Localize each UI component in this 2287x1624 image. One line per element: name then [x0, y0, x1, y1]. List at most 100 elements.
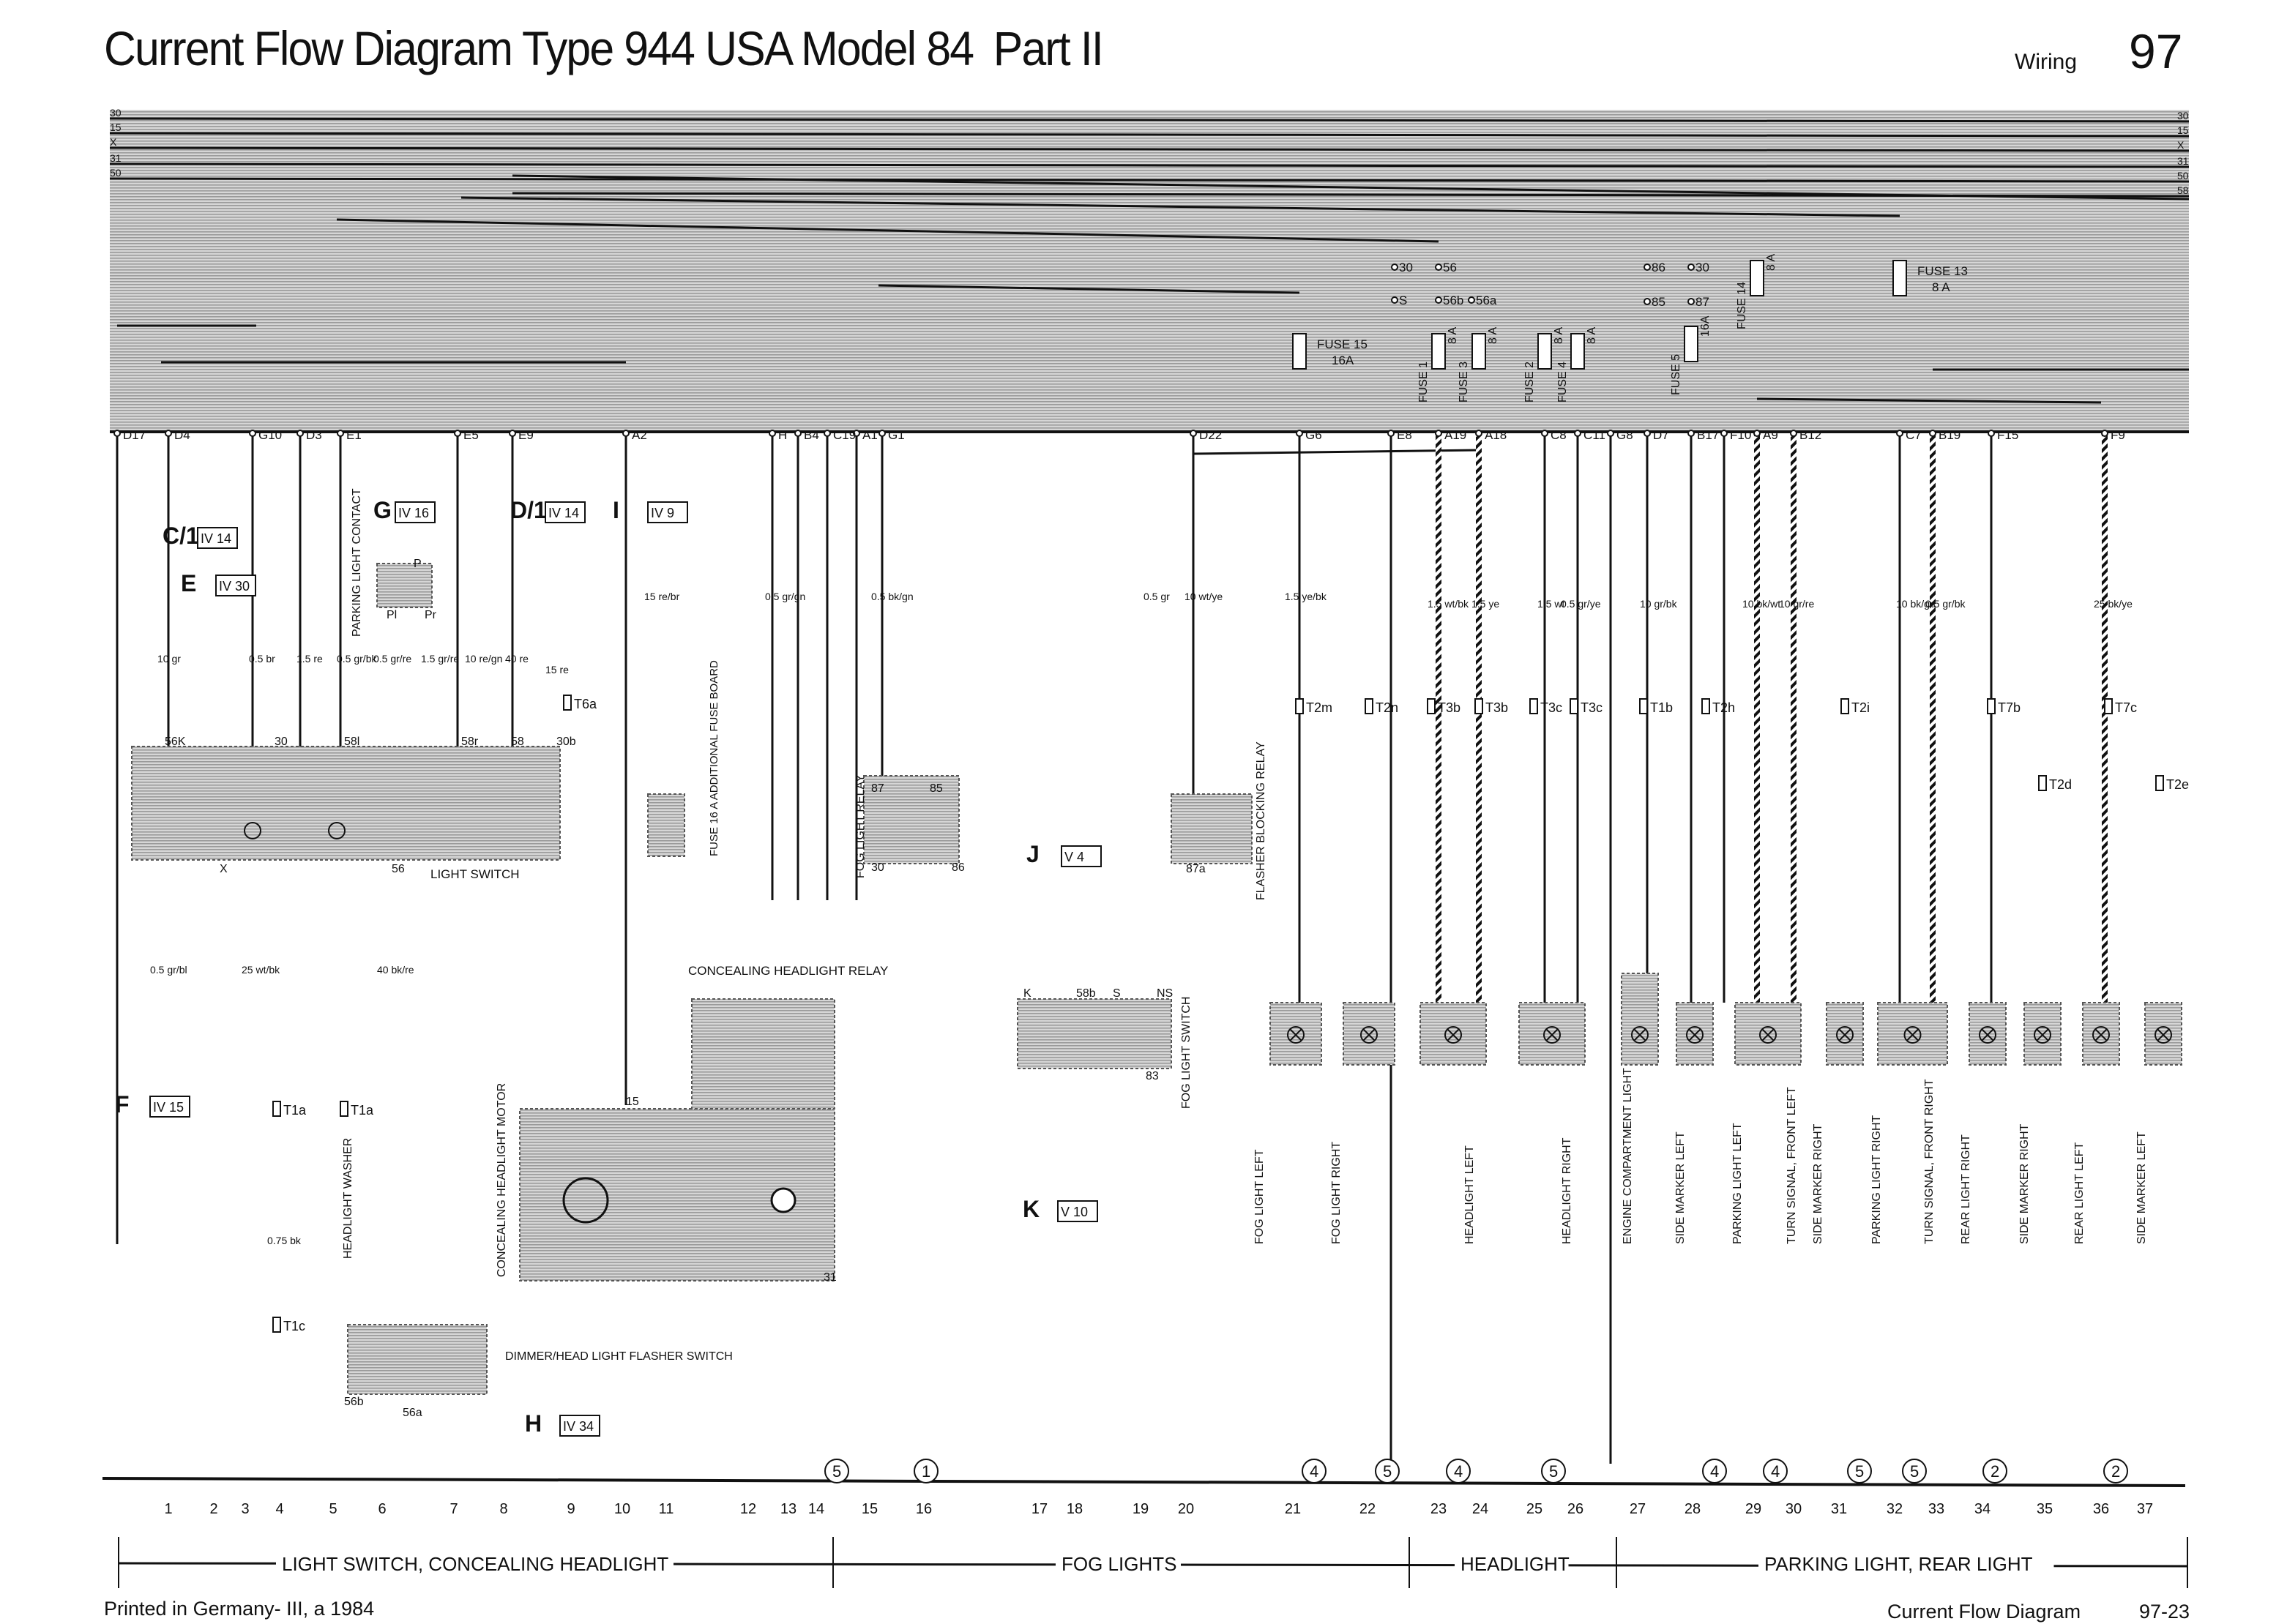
lamp-housing	[1676, 1002, 1714, 1066]
column-number: 5	[329, 1501, 337, 1517]
connector-icon	[272, 1317, 281, 1333]
bus-line-15	[109, 132, 2190, 138]
terminal-B17	[1687, 430, 1695, 437]
lamp-icon	[1759, 1026, 1777, 1044]
terminal-label: D4	[174, 428, 190, 442]
ground-rail	[102, 1477, 2186, 1487]
lamp-cross	[1838, 1028, 1851, 1041]
fuse-label: FUSE 5	[1670, 354, 1682, 395]
terminal-H	[769, 430, 776, 437]
ground-ref-number: 4	[1310, 1462, 1318, 1481]
printed-note: Printed in Germany- III, a 1984	[104, 1598, 375, 1620]
terminal-label: D7	[1653, 428, 1669, 442]
switch-terminal-label: 56a	[403, 1407, 422, 1419]
section-label-bg	[1056, 1552, 1181, 1576]
connector-label: T2i	[1851, 700, 1870, 715]
bus-label-right: 58	[2177, 184, 2189, 196]
terminal-G8	[1607, 430, 1614, 437]
reference-code: IV 15	[153, 1100, 184, 1115]
component-label: FLASHER BLOCKING RELAY	[1255, 741, 1267, 900]
component-label: PARKING LIGHT RIGHT	[1870, 1115, 1883, 1244]
reference-label: H	[525, 1410, 542, 1437]
connector-icon	[1427, 698, 1436, 714]
reference-code: IV 30	[219, 579, 250, 594]
reference-label: E	[181, 570, 196, 596]
ground-ref-number: 5	[1383, 1462, 1392, 1481]
fuse-2	[1431, 333, 1446, 370]
flasher-blocking-relay	[1171, 793, 1253, 864]
lamp-icon	[2092, 1026, 2110, 1044]
column-number: 14	[808, 1501, 824, 1517]
reference-label: K	[1023, 1196, 1040, 1222]
column-number: 18	[1067, 1501, 1083, 1517]
bus-label-right: 30	[2177, 110, 2189, 121]
terminal-A19	[1435, 430, 1442, 437]
reference-box	[395, 501, 436, 523]
wire-label: 1.5 gr/re	[421, 653, 459, 665]
lamp-housing	[1419, 1002, 1487, 1066]
component-label: HEADLIGHT RIGHT	[1561, 1137, 1573, 1244]
wire-label: 10 gr	[157, 653, 181, 665]
lamp-cross	[1688, 1028, 1701, 1041]
terminal-label: A18	[1485, 428, 1507, 442]
reference-code: V 10	[1061, 1205, 1088, 1219]
relay-terminal-label: 87	[1695, 295, 1709, 309]
fuse-6	[1684, 326, 1698, 362]
terminal-label: F10	[1730, 428, 1751, 442]
reference-box	[647, 501, 688, 523]
lamp-icon	[1979, 1026, 1996, 1044]
relay-terminal	[1644, 263, 1651, 271]
fuse-1	[1292, 333, 1307, 370]
reference-code: IV 9	[651, 506, 674, 520]
lamp-icon	[1686, 1026, 1704, 1044]
reference-label: J	[1026, 841, 1040, 867]
connector-label: T3c	[1540, 700, 1562, 715]
terminal-B4	[794, 430, 802, 437]
bus-label-right: 50	[2177, 170, 2189, 182]
component-label: REAR LIGHT LEFT	[2073, 1142, 2086, 1244]
reference-label: C/1	[163, 523, 199, 549]
lamp-housing	[1734, 1002, 1802, 1066]
section-label-bg	[1455, 1552, 1569, 1576]
relay-terminal	[1435, 296, 1442, 304]
switch-terminal-label: 56	[392, 863, 405, 875]
lamp-icon	[1360, 1026, 1378, 1044]
ground-ref-number: 4	[1771, 1462, 1780, 1481]
component-label: HEADLIGHT WASHER	[342, 1138, 354, 1259]
relay-terminal	[1391, 296, 1398, 304]
reference-code: V 4	[1064, 850, 1084, 864]
wire-label: 1.5 ye/bk	[1285, 591, 1327, 602]
component-label: FOG LIGHT RIGHT	[1330, 1142, 1343, 1244]
lamp-cross	[2094, 1028, 2108, 1041]
switch-terminal-label: 56b	[344, 1396, 364, 1408]
terminal-label: E9	[518, 428, 534, 442]
lamp-icon	[1287, 1026, 1305, 1044]
ground-ref-number: 2	[2111, 1462, 2120, 1481]
component-label: TURN SIGNAL, FRONT RIGHT	[1923, 1079, 1936, 1244]
terminal-label: A19	[1444, 428, 1466, 442]
fuse-5	[1570, 333, 1585, 370]
wire-label: 0.5 gr/bk	[337, 653, 377, 665]
lamp-housing	[1877, 1002, 1948, 1066]
fog-light-relay	[863, 775, 960, 864]
relay-terminal-label: S	[1399, 293, 1407, 307]
switch-terminal-label: 58b	[1076, 987, 1096, 1000]
switch-terminal-label: 86	[952, 861, 965, 874]
fuse-4	[1537, 333, 1552, 370]
connector-label: T2h	[1712, 700, 1735, 715]
relay-terminal-label: 56	[1443, 261, 1457, 274]
column-number: 4	[275, 1501, 283, 1517]
column-number: 28	[1685, 1501, 1701, 1517]
ground-ref-number: 5	[1910, 1462, 1919, 1481]
switch-terminal-label: 31	[824, 1271, 837, 1284]
ground-ref-circle	[1375, 1459, 1400, 1483]
section-label: HEADLIGHT	[1460, 1553, 1570, 1575]
column-number: 25	[1526, 1501, 1542, 1517]
connector-icon	[2038, 775, 2047, 791]
lamp-housing	[1269, 1002, 1322, 1066]
lamp-cross	[1447, 1028, 1460, 1041]
terminal-D3	[296, 430, 304, 437]
connector-label: T3b	[1485, 700, 1508, 715]
terminal-label: C11	[1583, 428, 1605, 442]
column-number: 20	[1178, 1501, 1194, 1517]
